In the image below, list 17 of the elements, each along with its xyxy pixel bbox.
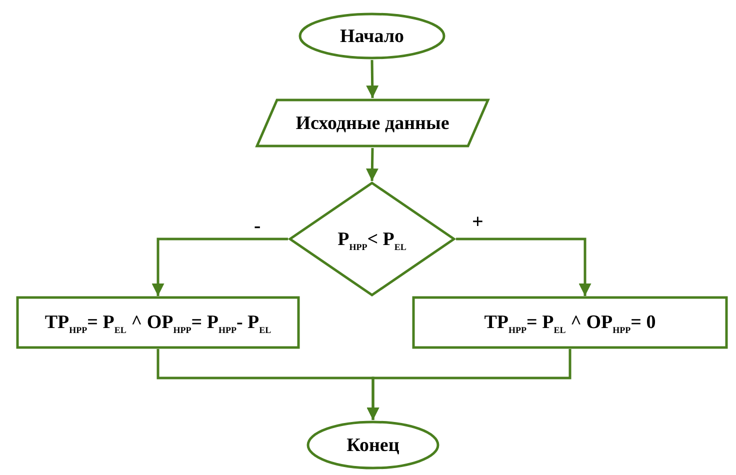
node-label: Конец	[346, 436, 400, 454]
node-label: Исходные данные	[296, 114, 450, 132]
node-label: TP$_{HPP}$= P$_{EL}$ ^ OP$_{HPP}$= P$_{HPP}$- P$_{EL}$	[44, 313, 272, 332]
arrow	[366, 148, 378, 182]
process-box	[16, 296, 300, 349]
decision-diamond	[288, 181, 456, 297]
input-parallelogram	[255, 98, 490, 148]
end-terminal	[306, 420, 440, 470]
node-label: P$_{HPP}$< P$_{EL}$	[338, 230, 406, 248]
arrow	[366, 349, 572, 420]
process-box	[412, 296, 728, 349]
arrow	[366, 60, 379, 98]
node-label: TP$_{HPP}$= P$_{EL}$ ^ OP$_{HPP}$= 0	[484, 313, 656, 332]
arrow	[152, 238, 288, 296]
start-terminal	[298, 12, 446, 60]
arrow	[456, 238, 592, 296]
node-label: Начало	[340, 26, 404, 46]
